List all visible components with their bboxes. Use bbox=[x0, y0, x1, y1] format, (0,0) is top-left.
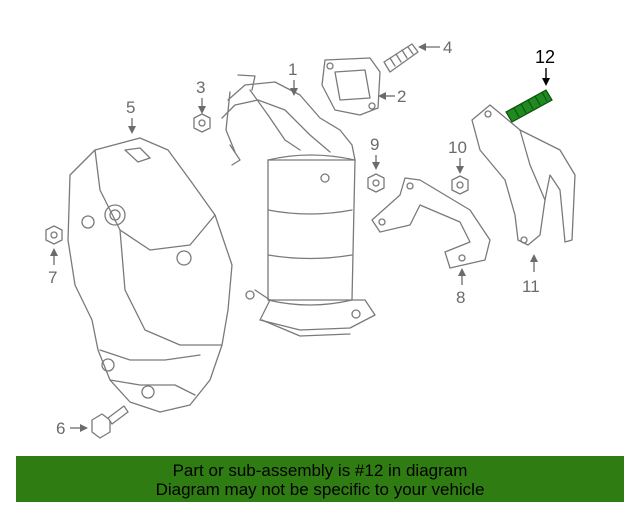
callout-1: 1 bbox=[288, 60, 297, 79]
banner-line-1: Part or sub-assembly is #12 in diagram bbox=[172, 461, 468, 480]
callout-2: 2 bbox=[397, 87, 406, 106]
nut-part-3[interactable] bbox=[193, 113, 211, 133]
nut-part-7[interactable] bbox=[45, 225, 63, 245]
callout-10: 10 bbox=[448, 138, 467, 157]
bolt-part-6[interactable] bbox=[91, 405, 129, 439]
leader-lines bbox=[50, 43, 550, 432]
callout-7: 7 bbox=[48, 268, 57, 287]
bracket-part-11[interactable] bbox=[471, 104, 576, 246]
bracket-part-8[interactable] bbox=[371, 177, 491, 269]
callout-12: 12 bbox=[535, 47, 555, 67]
stud-part-4[interactable] bbox=[383, 43, 419, 73]
callout-6: 6 bbox=[56, 419, 65, 438]
gasket-part-2[interactable] bbox=[321, 57, 381, 116]
callout-5: 5 bbox=[126, 98, 135, 117]
callout-11: 11 bbox=[522, 277, 540, 296]
callout-3: 3 bbox=[196, 78, 205, 97]
callout-4: 4 bbox=[443, 38, 452, 57]
info-banner: Part or sub-assembly is #12 in diagram D… bbox=[16, 456, 624, 502]
callout-8: 8 bbox=[456, 288, 465, 307]
heat-shield-part-5[interactable] bbox=[67, 137, 233, 413]
catalytic-converter-part-1[interactable] bbox=[221, 74, 376, 337]
nut-part-9[interactable] bbox=[367, 173, 385, 193]
stud-part-12-highlighted[interactable] bbox=[505, 89, 553, 123]
nut-part-10[interactable] bbox=[451, 175, 469, 195]
callout-9: 9 bbox=[370, 135, 379, 154]
banner-line-2: Diagram may not be specific to your vehi… bbox=[155, 480, 485, 499]
